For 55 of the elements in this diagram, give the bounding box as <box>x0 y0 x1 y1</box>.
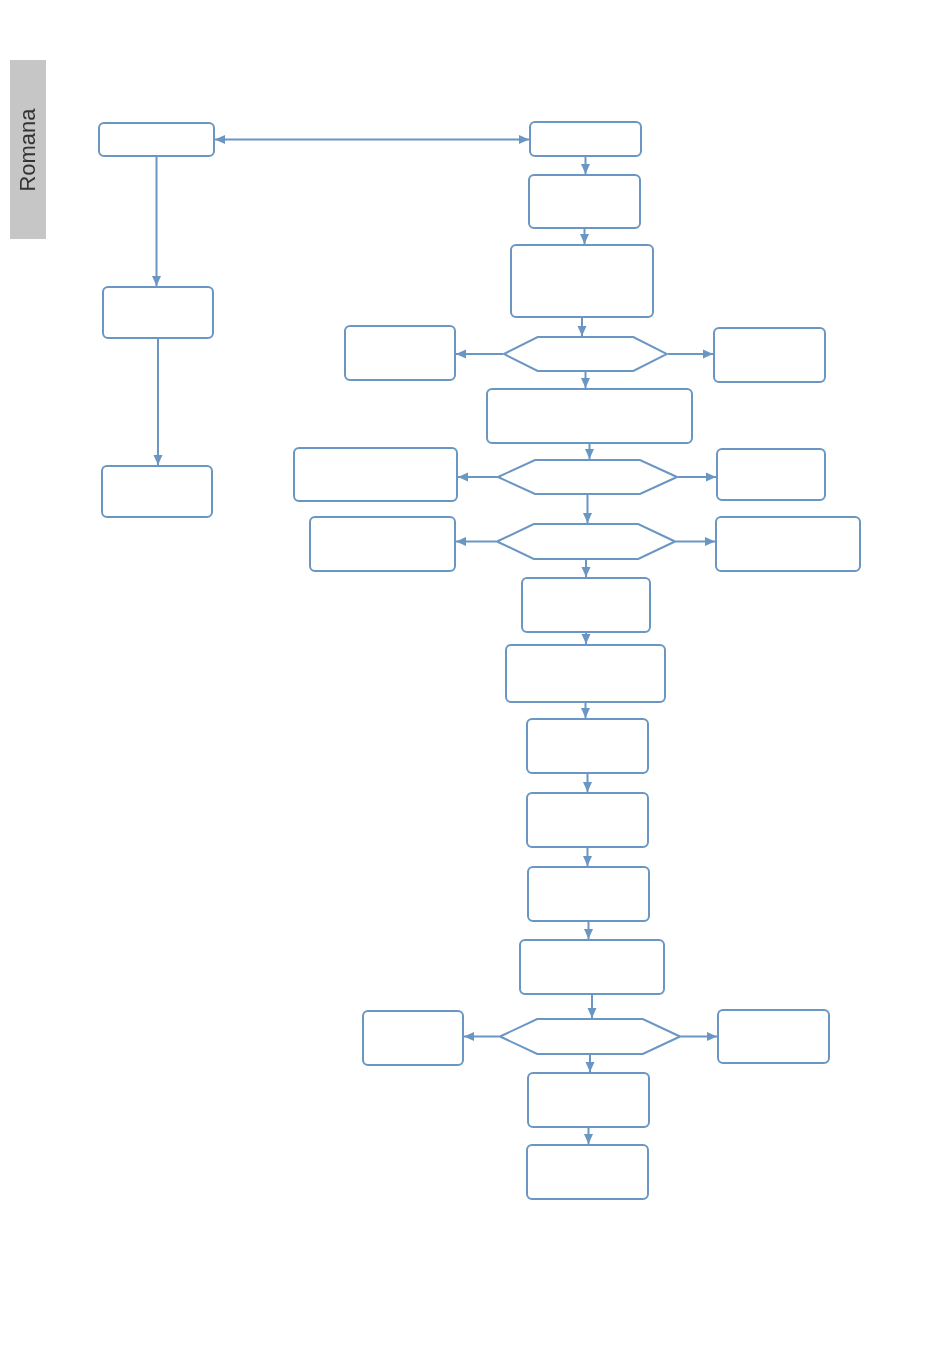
process-box <box>713 327 826 383</box>
arrow <box>455 537 497 546</box>
process-box <box>519 939 665 995</box>
arrow <box>581 632 591 645</box>
process-box <box>528 174 641 229</box>
arrow <box>581 559 591 578</box>
arrow <box>463 1032 500 1041</box>
process-box <box>715 516 861 572</box>
process-box <box>486 388 693 444</box>
arrow <box>675 537 716 546</box>
arrow <box>457 472 498 482</box>
process-box <box>526 792 649 848</box>
process-box <box>98 122 215 157</box>
arrow <box>585 1054 595 1073</box>
process-box <box>527 866 650 922</box>
process-box <box>309 516 456 572</box>
arrow <box>585 443 594 460</box>
decision-hexagon <box>499 1018 681 1055</box>
side-tab <box>10 60 46 239</box>
tab-label: Romana <box>17 107 39 192</box>
decision-hexagon <box>503 336 668 372</box>
arrow <box>677 472 717 482</box>
process-box <box>526 1144 649 1200</box>
arrow <box>667 349 714 359</box>
process-box <box>102 286 214 339</box>
process-box <box>293 447 458 502</box>
process-box <box>344 325 456 381</box>
arrow <box>153 338 163 466</box>
process-box <box>521 577 651 633</box>
arrow <box>581 371 590 389</box>
process-box <box>717 1009 830 1064</box>
arrow <box>580 228 589 245</box>
process-box <box>101 465 213 518</box>
process-box <box>510 244 654 318</box>
process-box <box>505 644 666 703</box>
arrow <box>583 773 592 793</box>
process-box <box>526 718 649 774</box>
decision-hexagon <box>496 523 676 560</box>
process-box <box>362 1010 464 1066</box>
arrow <box>584 1127 593 1145</box>
arrow <box>152 156 161 287</box>
arrow <box>581 156 590 175</box>
double-arrow <box>214 135 530 144</box>
arrow <box>583 494 592 524</box>
arrow <box>584 921 593 940</box>
arrow <box>583 847 592 867</box>
process-box <box>716 448 826 501</box>
arrow <box>587 994 597 1019</box>
arrow <box>680 1032 718 1041</box>
process-box <box>527 1072 650 1128</box>
arrow <box>581 702 590 719</box>
process-box <box>529 121 642 157</box>
arrow <box>455 349 504 359</box>
decision-hexagon <box>497 459 678 495</box>
arrow <box>577 317 587 337</box>
